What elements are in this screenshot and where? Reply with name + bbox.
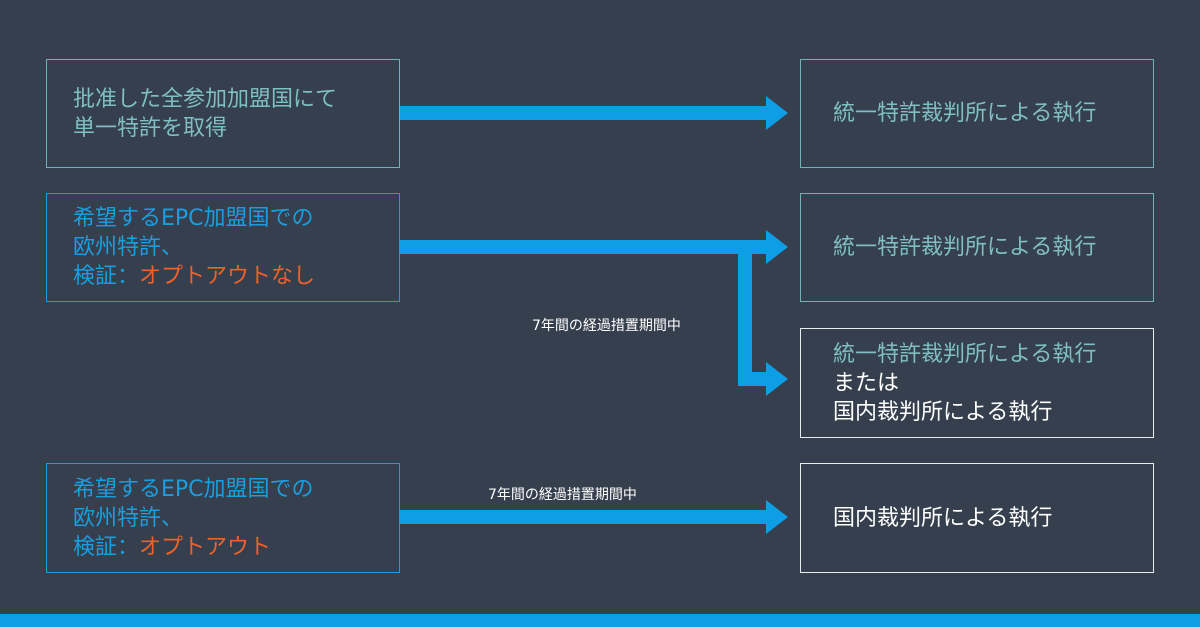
arrow-row2-branch [738, 240, 788, 396]
row2-left-box: 希望するEPC加盟国での 欧州特許、 検証：オプトアウトなし [46, 193, 400, 302]
row3-left-line3: 検証：オプトアウト [73, 533, 399, 562]
row3-transition-label: 7年間の経過措置期間中 [488, 487, 637, 503]
row2-right-bottom-line3: 国内裁判所による執行 [833, 399, 1053, 425]
row3-left-line3-highlight: オプトアウト [139, 534, 272, 560]
row2-transition-label: 7年間の経過措置期間中 [532, 318, 681, 334]
arrow-row3 [400, 500, 788, 534]
row2-left-line3-highlight: オプトアウトなし [139, 264, 316, 289]
row3-left-line3-prefix: 検証： [73, 534, 140, 560]
row2-left-line2: 欧州特許、 [73, 235, 184, 260]
arrow-row2-top [400, 230, 788, 264]
row1-right-box: 統一特許裁判所による執行 [800, 59, 1154, 168]
arrow-row1 [400, 96, 788, 130]
row1-right-text: 統一特許裁判所による執行 [833, 101, 1097, 126]
row1-left-line1: 批准した全参加加盟国にて [73, 86, 338, 112]
row2-right-top-box: 統一特許裁判所による執行 [800, 193, 1154, 302]
row3-right-text: 国内裁判所による執行 [833, 505, 1053, 531]
row2-right-bottom-box: 統一特許裁判所による執行 または 国内裁判所による執行 [800, 328, 1154, 438]
row3-left-line1: 希望するEPC加盟国での [73, 476, 314, 502]
row1-left-box: 批准した全参加加盟国にて 単一特許を取得 [46, 59, 400, 168]
row2-right-bottom-line1: 統一特許裁判所による執行 [833, 341, 1097, 367]
row3-left-box: 希望するEPC加盟国での 欧州特許、 検証：オプトアウト [46, 463, 400, 573]
row2-right-top-text: 統一特許裁判所による執行 [833, 235, 1097, 260]
row1-left-line2: 単一特許を取得 [73, 115, 228, 141]
row3-right-box: 国内裁判所による執行 [800, 463, 1154, 573]
row2-left-line3-prefix: 検証： [73, 264, 140, 289]
row3-left-line2: 欧州特許、 [73, 505, 184, 531]
row2-left-line1: 希望するEPC加盟国での [73, 206, 314, 231]
bottom-accent-bar [0, 614, 1200, 627]
row2-left-line3: 検証：オプトアウトなし [73, 262, 399, 291]
row2-right-bottom-line2: または [833, 370, 900, 396]
